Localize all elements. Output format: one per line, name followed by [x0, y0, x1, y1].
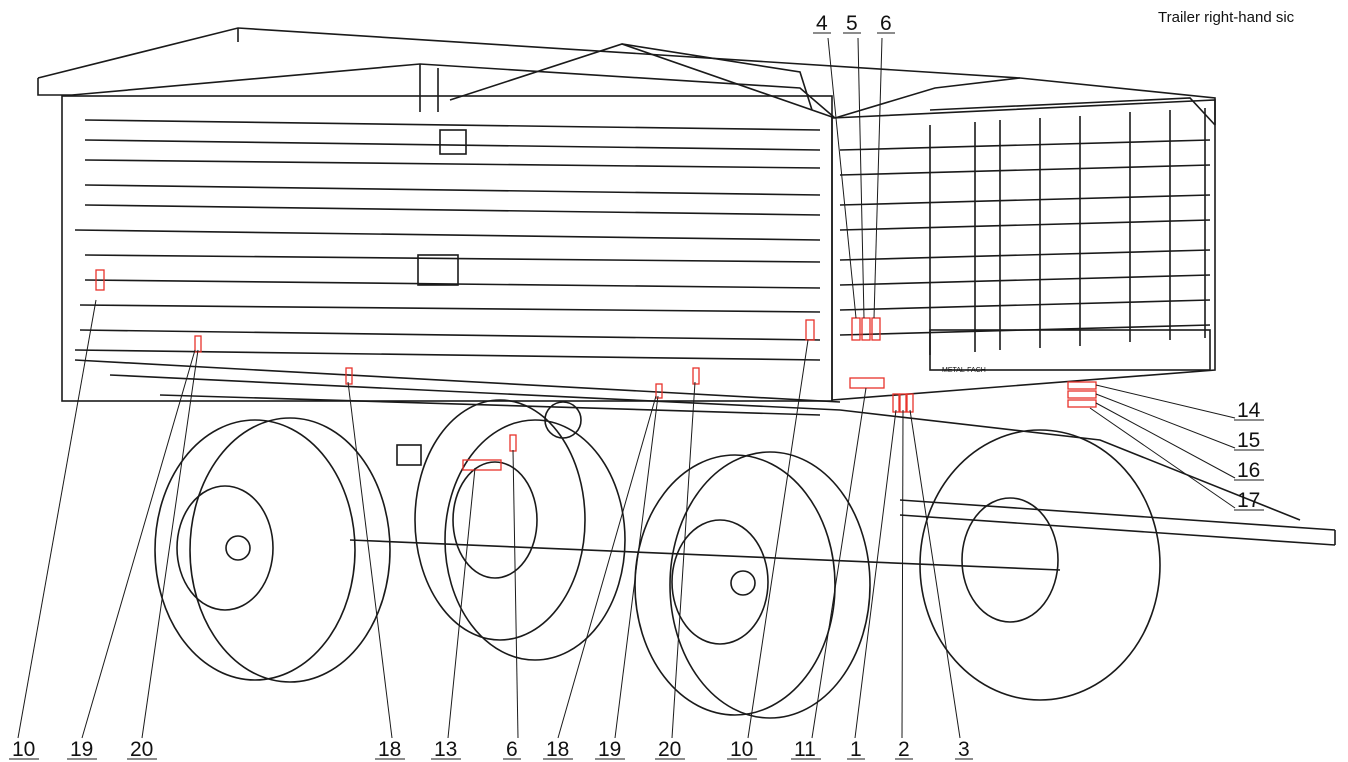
callout-top-6: 6	[880, 12, 892, 35]
callout-right-17: 17	[1237, 489, 1260, 512]
callout-bottom-1: 1	[850, 738, 862, 761]
callout-bottom-11: 11	[794, 738, 816, 761]
callout-bottom-19: 19	[70, 738, 93, 761]
chassis	[109, 374, 1336, 571]
callout-bottom-13: 13	[434, 738, 457, 761]
trailer-body-side	[831, 99, 1216, 401]
callout-top-4: 4	[816, 12, 828, 35]
wheel-rear-right	[919, 429, 1161, 701]
wheel-front-right	[634, 451, 871, 719]
callout-bottom-3: 3	[958, 738, 970, 761]
canopy-frame	[37, 27, 1216, 126]
callout-bottom-10: 10	[730, 738, 753, 761]
callout-bottom-18: 18	[378, 738, 401, 761]
callout-bottom-19: 19	[598, 738, 621, 761]
callout-right-16: 16	[1237, 459, 1260, 482]
manufacturer-plate: METAL-FACH	[942, 367, 986, 374]
callout-right-14: 14	[1237, 399, 1261, 422]
diagram-caption: Trailer right-hand sic	[1158, 9, 1295, 26]
callout-top-5: 5	[846, 12, 858, 35]
callout-right-15: 15	[1237, 429, 1260, 452]
callout-bottom-18: 18	[546, 738, 569, 761]
label-markers	[95, 269, 1097, 471]
callout-bottom-10: 10	[12, 738, 35, 761]
wheel-front-left	[154, 417, 391, 683]
wheel-rear-left	[414, 399, 626, 661]
callout-bottom-20: 20	[658, 738, 681, 761]
callout-leaders	[17, 37, 1236, 739]
callout-bottom-6: 6	[506, 738, 518, 761]
callout-bottom-20: 20	[130, 738, 153, 761]
callout-bottom-2: 2	[898, 738, 910, 761]
trailer-body-front	[61, 95, 841, 403]
